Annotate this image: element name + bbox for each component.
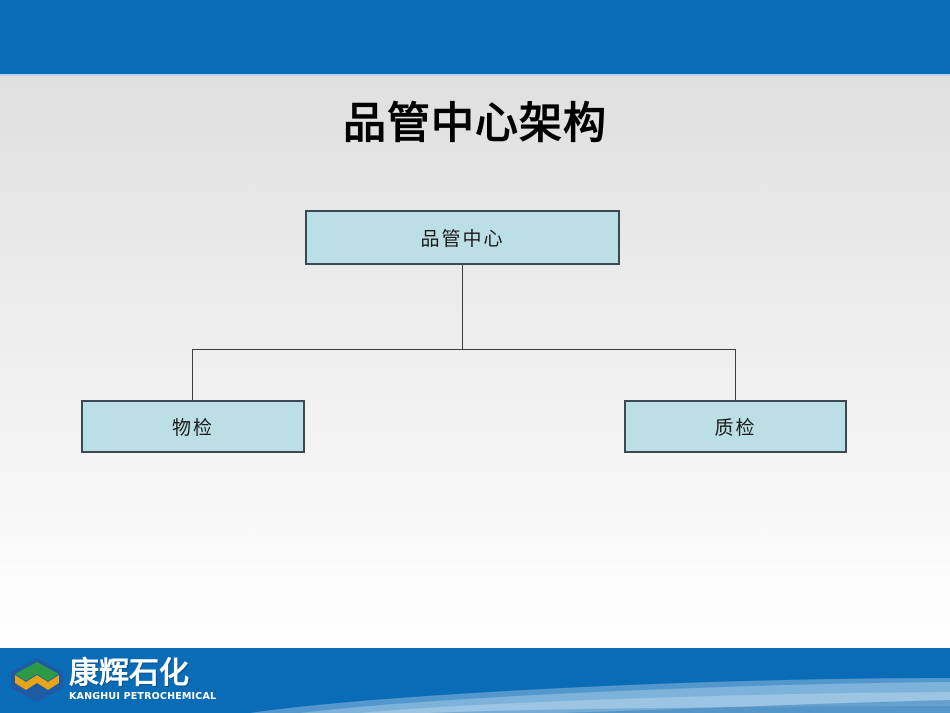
top-banner-accent-line (0, 74, 950, 76)
logo-company-name-en: KANGHUI PETROCHEMICAL (69, 690, 217, 702)
org-node-root-label: 品管中心 (420, 228, 505, 250)
company-logo: 康辉石化 KANGHUI PETROCHEMICAL (8, 652, 223, 708)
connector-right-down (735, 349, 736, 400)
footer-swoosh-decoration (250, 648, 950, 713)
org-node-child-1-label: 物检 (171, 417, 214, 439)
org-node-child-2[interactable]: 质检 (624, 400, 847, 453)
connector-left-down (192, 349, 193, 400)
kanghui-diamond-logo-icon (11, 658, 63, 702)
top-banner (0, 0, 950, 74)
org-node-child-1[interactable]: 物检 (81, 400, 305, 453)
logo-text-block: 康辉石化 KANGHUI PETROCHEMICAL (69, 655, 217, 702)
logo-company-name-cn: 康辉石化 (69, 655, 189, 691)
footer-bar (0, 648, 950, 713)
connector-root-down (462, 265, 463, 349)
org-node-root[interactable]: 品管中心 (305, 210, 620, 265)
org-node-child-2-label: 质检 (714, 417, 757, 439)
connector-horizontal (192, 349, 736, 350)
page-title: 品管中心架构 (343, 100, 607, 148)
